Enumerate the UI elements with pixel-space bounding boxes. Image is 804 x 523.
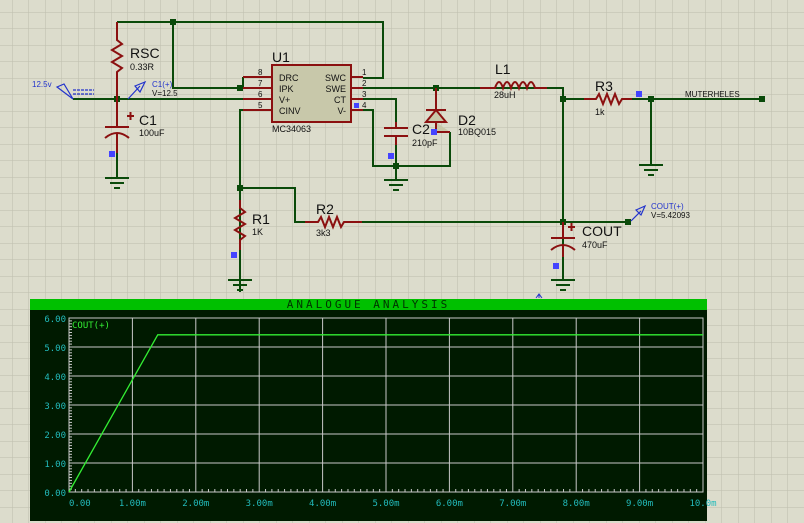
u1-pin-num-8: 8 — [258, 68, 263, 77]
probe-cout-name: COUT(+) — [651, 202, 684, 211]
y-tick-label: 5.00 — [44, 344, 66, 354]
rsc-ref: RSC — [130, 45, 160, 61]
probe-cout-reading: V=5.42093 — [651, 211, 690, 220]
x-tick-label: 6.00m — [436, 499, 463, 509]
source-terminal[interactable]: 12.5v — [32, 80, 94, 100]
analogue-analysis-graph[interactable]: ANALOGUE ANALYSIS 0.00 1.00m 2.00m 3.00m 4.0… — [30, 299, 717, 521]
u1-pin-num-6: 6 — [258, 90, 263, 99]
u1-pin-ipk: IPK — [279, 84, 294, 94]
net-label-muterheles[interactable]: MUTERHELES — [685, 90, 740, 99]
legend-cout: COUT(+) — [72, 321, 110, 331]
cout-value: 470uF — [582, 240, 608, 250]
d2-value: 10BQ015 — [458, 127, 496, 137]
graph-title[interactable]: ANALOGUE ANALYSIS — [30, 299, 707, 310]
u1-pin-ct: CT — [334, 95, 346, 105]
series-line-cout — [68, 334, 703, 493]
u1-pin-num-2: 2 — [362, 79, 367, 88]
u1-pin-vplus: V+ — [279, 95, 290, 105]
cout-ref: COUT — [582, 223, 622, 239]
y-tick-label: 3.00 — [44, 402, 66, 412]
x-tick-label: 9.00m — [626, 499, 653, 509]
u1-pin-swe: SWE — [325, 84, 346, 94]
x-tick-label: 10.0m — [689, 499, 716, 509]
inductor-l1[interactable]: L1 28uH — [480, 61, 547, 100]
capacitor-cout[interactable]: COUT 470uF — [550, 222, 622, 269]
y-tick-label: 2.00 — [44, 431, 66, 441]
u1-pin-vminus: V- — [337, 106, 346, 116]
resistor-rsc[interactable]: RSC 0.33R — [110, 22, 160, 99]
graph-plot: 0.00 1.00m 2.00m 3.00m 4.00m 5.00m 6.00m 7.00m 8… — [44, 315, 716, 509]
resistor-r2[interactable]: R2 3k3 — [305, 201, 362, 238]
c2-ref: C2 — [412, 121, 430, 137]
r1-value: 1K — [252, 227, 263, 237]
rsc-value: 0.33R — [130, 62, 155, 72]
u1-ref: U1 — [272, 49, 290, 65]
ground-symbols — [105, 164, 663, 291]
y-tick-label: 0.00 — [44, 489, 66, 499]
diode-d2[interactable]: D2 10BQ015 — [423, 88, 496, 137]
x-tick-label: 1.00m — [119, 499, 146, 509]
u1-pin-num-7: 7 — [258, 79, 263, 88]
u1-pin-num-5: 5 — [258, 101, 263, 110]
u1-pin-num-1: 1 — [362, 68, 367, 77]
l1-ref: L1 — [495, 61, 511, 77]
x-tick-label: 5.00m — [372, 499, 399, 509]
y-tick-label: 6.00 — [44, 315, 66, 325]
u1-part: MC34063 — [272, 124, 311, 134]
probe-c1-name: C1(+) — [152, 80, 173, 89]
r3-ref: R3 — [595, 78, 613, 94]
d2-ref: D2 — [458, 112, 476, 128]
r3-value: 1k — [595, 107, 605, 117]
u1-pin-swc: SWC — [325, 73, 346, 83]
c1-ref: C1 — [139, 112, 157, 128]
probe-c1-reading: V=12.5 — [152, 89, 178, 98]
resistor-r1[interactable]: R1 1K — [231, 200, 270, 258]
x-tick-label: 0.00 — [69, 499, 91, 509]
y-tick-label: 1.00 — [44, 460, 66, 470]
r2-value: 3k3 — [316, 228, 331, 238]
probe-c1[interactable]: C1(+) V=12.5 — [127, 80, 178, 100]
c2-value: 210pF — [412, 138, 438, 148]
wires — [73, 21, 762, 292]
ic-u1[interactable]: U1 MC34063 DRC IPK V+ CINV SWC SWE CT V-… — [243, 49, 367, 134]
capacitor-c2[interactable]: C2 210pF — [384, 121, 438, 159]
u1-pin-num-3: 3 — [362, 90, 367, 99]
r2-ref: R2 — [316, 201, 334, 217]
l1-value: 28uH — [494, 90, 516, 100]
cursor-marker-icon — [535, 293, 543, 299]
x-tick-label: 3.00m — [246, 499, 273, 509]
probe-cout[interactable]: COUT(+) V=5.42093 — [630, 202, 690, 222]
u1-pin-num-4: 4 — [362, 101, 367, 110]
y-tick-label: 4.00 — [44, 373, 66, 383]
c1-value: 100uF — [139, 128, 165, 138]
x-tick-label: 7.00m — [499, 499, 526, 509]
x-tick-label: 8.00m — [563, 499, 590, 509]
x-tick-label: 4.00m — [309, 499, 336, 509]
r1-ref: R1 — [252, 211, 270, 227]
u1-pin-cinv: CINV — [279, 106, 301, 116]
x-tick-label: 2.00m — [182, 499, 209, 509]
capacitor-c1[interactable]: C1 100uF — [104, 99, 165, 157]
source-label: 12.5v — [32, 80, 52, 89]
resistor-r3[interactable]: R3 1k — [584, 78, 642, 117]
u1-pin-drc: DRC — [279, 73, 299, 83]
